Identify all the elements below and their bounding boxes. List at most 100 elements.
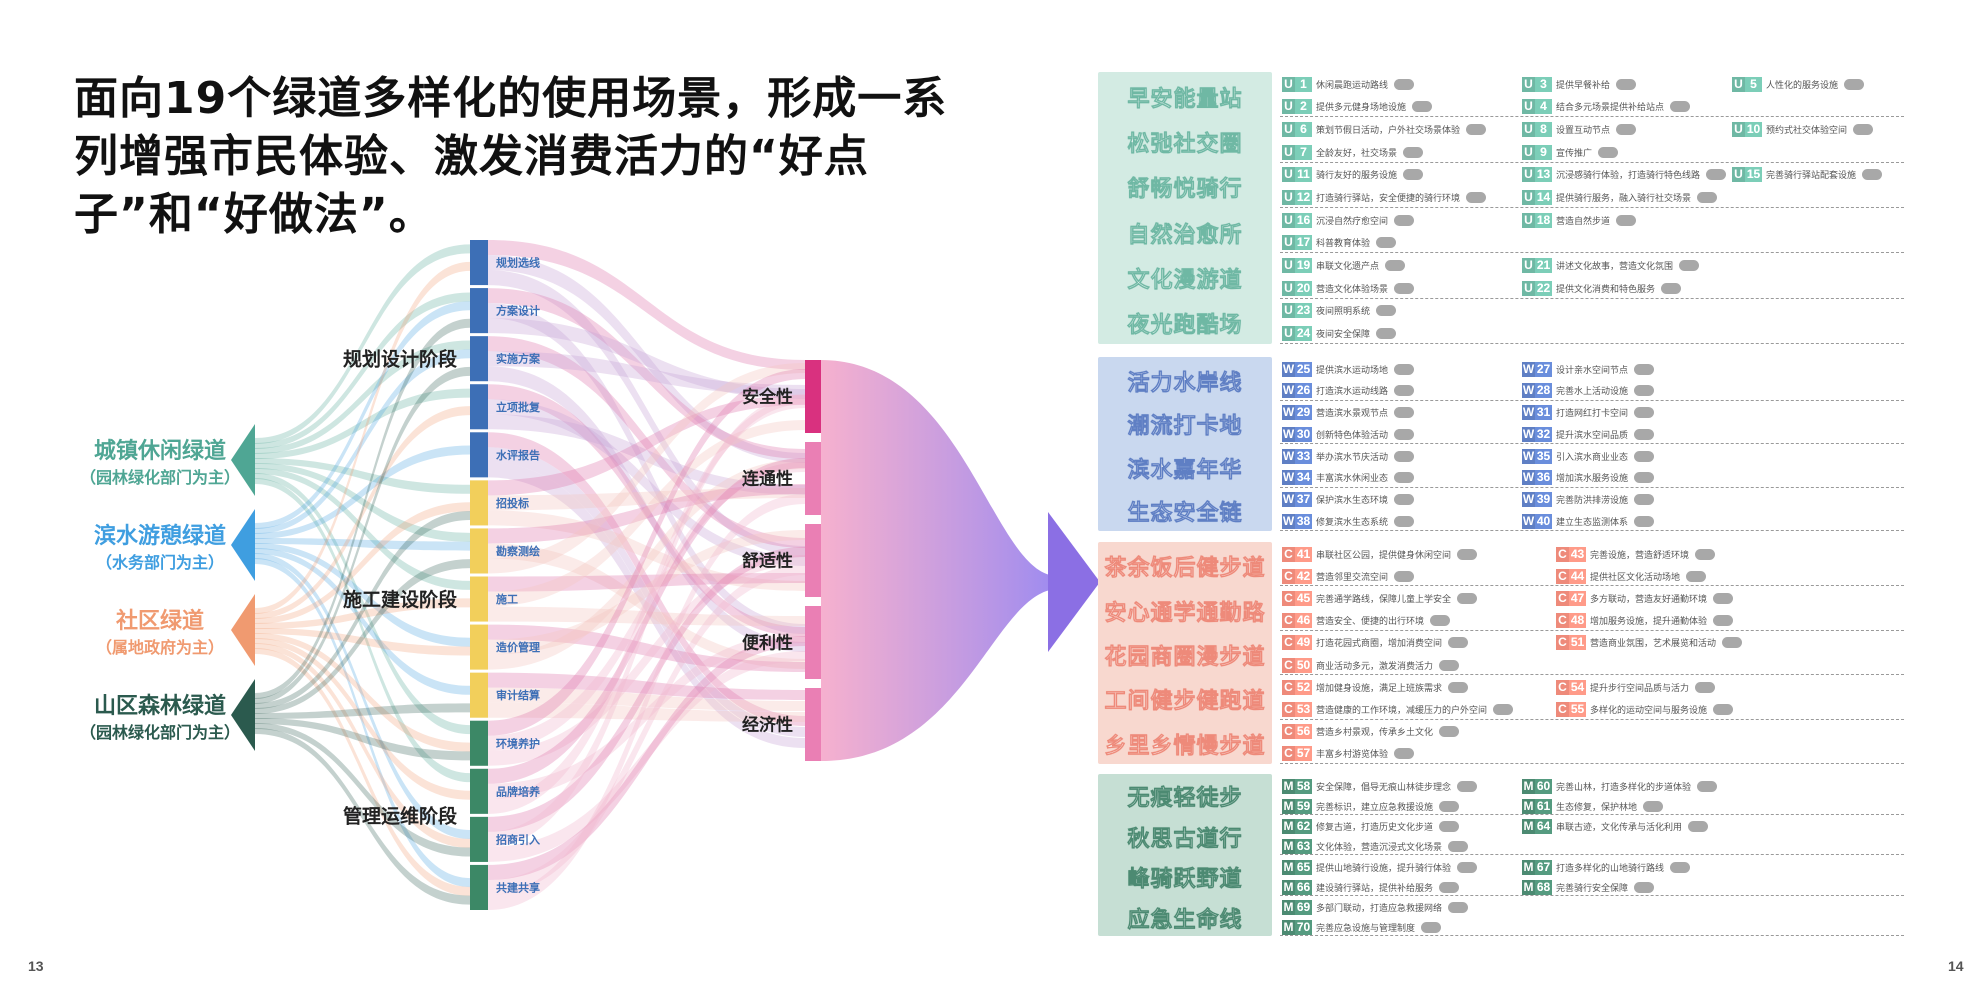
measure-text: 策划节假日活动，户外社交场景体验 [1316,125,1461,136]
scenario-label: 秋思古道行 [1127,826,1243,852]
measure-tag-icon [1403,146,1424,158]
row-divider [1280,116,1904,118]
flow-type-to-stage [255,543,470,647]
stage-step-label: 水评报告 [496,448,540,462]
measure-tag-icon [1493,703,1514,715]
page-title: 面向19个绿道多样化的使用场景，形成一系列增强市民体验、激发消费活力的“好点子”… [74,73,948,240]
stage-step-node [470,384,488,430]
measure-text: 串联社区公园，提供健身休闲空间 [1316,550,1452,561]
scenario-label: 应急生命线 [1127,907,1243,933]
measure-text: 结合多元场景提供补给站点 [1556,103,1665,114]
measure-tag-icon [1394,494,1415,505]
row-divider [1280,530,1904,531]
measure-text: 沉浸感骑行体验，打造骑行特色线路 [1556,171,1701,182]
measure-tag-icon [1853,123,1874,135]
measure-tag-icon [1634,494,1655,505]
stage-step-label: 招投标 [496,496,529,510]
flow-type-to-stage [255,728,470,905]
flow-stage-to-attribute [488,458,805,784]
flow-stage-to-attribute [488,288,805,459]
row-divider [1280,161,1904,163]
flow-type-to-stage [255,638,470,800]
measure-tag-icon [1439,800,1460,812]
sankey-diagram: 城镇休闲绿道（园林绿化部门为主）滨水游憩绿道（水务部门为主）社区绿道（属地政府为… [80,240,1100,910]
measure-text: 营造健康的工作环境，减缓压力的户外空间 [1316,705,1488,716]
measure-tag-icon [1394,282,1415,294]
flow-stage-to-attribute [488,702,805,722]
scenario-label: 茶余饭后健步道 [1104,556,1266,582]
flow-type-to-stage [255,445,470,539]
measure-text: 打造滨水运动线路 [1316,387,1389,398]
attribute-label: 经济性 [742,715,793,736]
flow-stage-to-attribute [488,624,805,672]
measure-text: 完善骑行驿站配套设施 [1766,171,1857,182]
measure-text: 增加服务设施，提升通勤体验 [1590,617,1708,628]
flow-stage-to-attribute [488,369,805,736]
measure-text: 安全保障，倡导无痕山林徒步理念 [1316,782,1452,793]
stage-step-label: 实施方案 [496,352,541,366]
flow-type-to-stage [255,463,470,542]
measure-text: 多方联动，营造友好通勤环境 [1590,594,1708,605]
row-divider [1280,674,1904,676]
measure-tag-icon [1394,570,1415,582]
measure-tag-icon [1394,363,1415,375]
stage-step-node [470,672,488,718]
flow-stage-to-attribute [488,398,805,814]
measure-tag-icon [1713,592,1734,604]
flow-type-to-stage [255,598,470,629]
measure-text: 营造自然步道 [1556,216,1611,227]
flow-type-to-stage [255,261,470,614]
measure-tag-icon [1713,615,1734,627]
page-number-right: 14 [1948,958,1964,974]
stage-step-node [470,288,488,334]
row-divider [1280,486,1904,488]
measure-text: 人性化的服务设施 [1766,80,1839,91]
flow-type-to-stage [255,349,470,534]
row-divider [1280,718,1904,720]
measure-tag-icon [1634,407,1655,418]
measure-tag-icon [1457,780,1478,792]
flow-type-to-stage [255,558,470,888]
measure-text: 增加健身设施，满足上班族需求 [1316,683,1443,694]
flow-stage-to-attribute [488,488,805,511]
stage-step-node [470,576,488,622]
stage-step-label: 勘察测绘 [496,544,540,558]
flow-type-to-stage [255,723,470,857]
stage-step-label: 施工 [496,592,518,606]
measure-tag-icon [1394,385,1415,397]
row-divider [1280,252,1904,254]
